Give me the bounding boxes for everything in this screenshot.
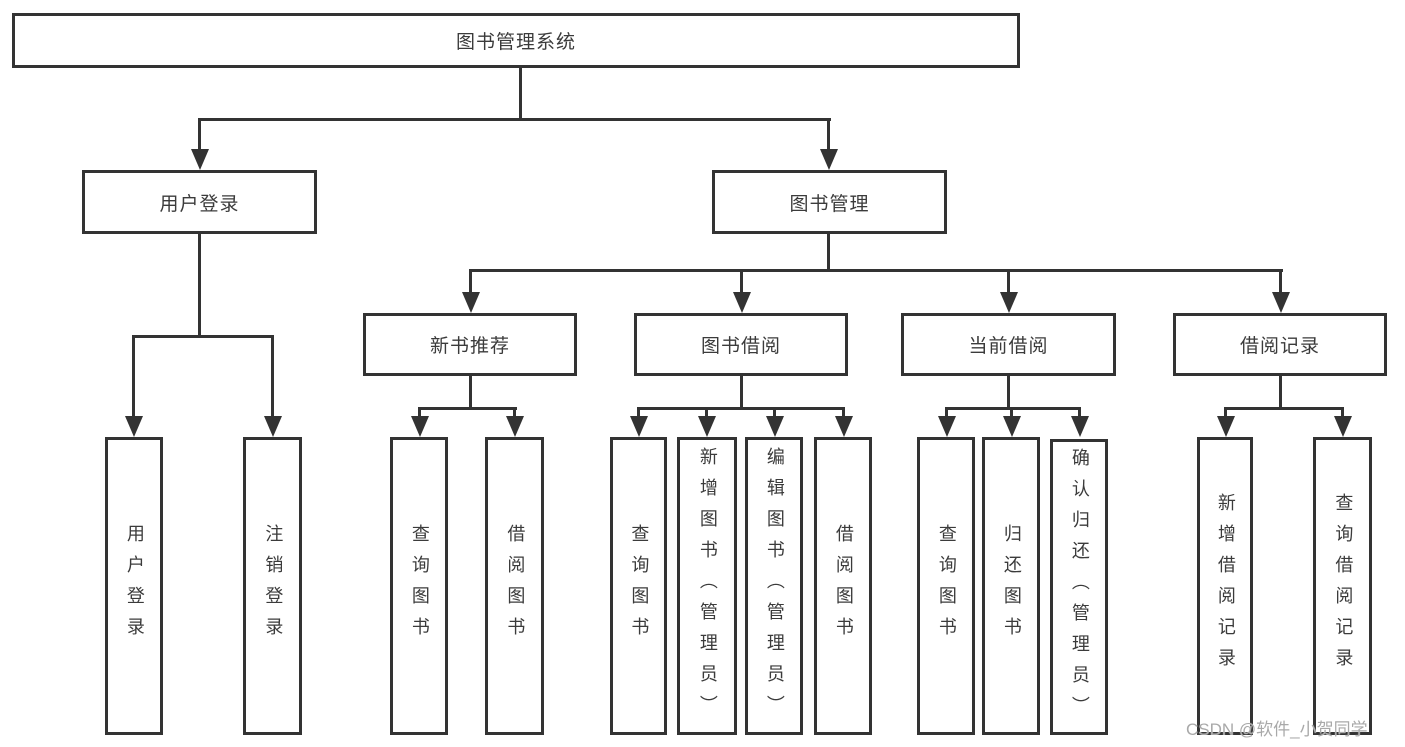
watermark: CSDN @软件_小贺同学: [1186, 720, 1368, 739]
connector-line: [637, 407, 845, 410]
leaf-borrow-books-recommend: 借阅图书: [485, 437, 544, 735]
connector-line: [418, 407, 517, 410]
connector-line: [418, 407, 421, 419]
connector-line: [773, 407, 776, 419]
leaf-query-books-recommend: 查询图书: [390, 437, 448, 735]
arrowhead-icon: [1272, 292, 1290, 313]
node-label: 图书管理: [789, 193, 870, 215]
leaf-label: 归还图书: [1001, 524, 1022, 648]
connector-line: [513, 407, 516, 419]
leaf-add-books-admin: 新增图书（管理员）: [677, 437, 737, 735]
node-borrowing-records: 借阅记录: [1173, 313, 1387, 376]
connector-line: [469, 269, 1283, 272]
connector-line: [705, 407, 708, 419]
leaf-user-login: 用户登录: [105, 437, 163, 735]
connector-line: [1279, 376, 1282, 410]
leaf-confirm-return-admin: 确认归还（管理员）: [1050, 439, 1108, 735]
node-label: 新书推荐: [429, 336, 510, 357]
leaf-borrow-books-borrowing: 借阅图书: [814, 437, 872, 735]
arrowhead-icon: [630, 416, 648, 437]
leaf-label: 新增借阅记录: [1215, 493, 1236, 679]
arrowhead-icon: [698, 416, 716, 437]
leaf-label: 查询图书: [629, 524, 650, 648]
node-label: 当前借阅: [968, 336, 1049, 357]
arrowhead-icon: [506, 416, 524, 437]
connector-line: [469, 376, 472, 410]
node-label: 借阅记录: [1239, 336, 1320, 357]
leaf-query-books-current: 查询图书: [917, 437, 975, 735]
arrowhead-icon: [264, 416, 282, 437]
connector-line: [1010, 407, 1013, 419]
arrowhead-icon: [1071, 416, 1089, 437]
leaf-label: 确认归还（管理员）: [1069, 447, 1090, 727]
arrowhead-icon: [820, 149, 838, 170]
arrowhead-icon: [1003, 416, 1021, 437]
leaf-label: 新增图书（管理员）: [697, 446, 718, 726]
connector-line: [469, 269, 472, 295]
arrowhead-icon: [733, 292, 751, 313]
leaf-add-borrow-record: 新增借阅记录: [1197, 437, 1253, 735]
leaf-label: 借阅图书: [833, 524, 854, 648]
arrowhead-icon: [835, 416, 853, 437]
arrowhead-icon: [1000, 292, 1018, 313]
leaf-query-borrow-record: 查询借阅记录: [1313, 437, 1372, 735]
node-label: 图书管理系统: [455, 32, 576, 53]
node-label: 用户登录: [159, 193, 240, 215]
node-book-borrowing: 图书借阅: [634, 313, 848, 376]
arrowhead-icon: [1334, 416, 1352, 437]
connector-line: [132, 335, 274, 338]
node-current-borrowing: 当前借阅: [901, 313, 1116, 376]
leaf-label: 查询图书: [409, 524, 430, 648]
arrowhead-icon: [125, 416, 143, 437]
leaf-query-books-borrowing: 查询图书: [610, 437, 667, 735]
leaf-label: 编辑图书（管理员）: [764, 446, 785, 726]
connector-line: [198, 118, 831, 121]
connector-line: [740, 376, 743, 410]
connector-line: [827, 118, 830, 152]
connector-line: [271, 335, 274, 419]
leaf-logout: 注销登录: [243, 437, 302, 735]
connector-line: [827, 234, 830, 272]
connector-line: [1224, 407, 1227, 419]
arrowhead-icon: [411, 416, 429, 437]
leaf-label: 查询图书: [936, 524, 957, 648]
connector-line: [945, 407, 948, 419]
node-label: 图书借阅: [700, 336, 781, 357]
connector-line: [1279, 269, 1282, 295]
connector-line: [945, 407, 1081, 410]
connector-line: [1078, 407, 1081, 419]
node-new-book-recommendation: 新书推荐: [363, 313, 577, 376]
leaf-label: 注销登录: [263, 524, 284, 648]
node-user-login: 用户登录: [82, 170, 317, 234]
connector-line: [132, 335, 135, 419]
connector-line: [198, 118, 201, 152]
arrowhead-icon: [191, 149, 209, 170]
arrowhead-icon: [938, 416, 956, 437]
connector-line: [198, 234, 201, 338]
connector-line: [519, 68, 522, 121]
leaf-return-books: 归还图书: [982, 437, 1040, 735]
connector-line: [1224, 407, 1344, 410]
leaf-label: 借阅图书: [505, 524, 526, 648]
connector-line: [1007, 269, 1010, 295]
connector-line: [740, 269, 743, 295]
arrowhead-icon: [766, 416, 784, 437]
connector-line: [842, 407, 845, 419]
arrowhead-icon: [462, 292, 480, 313]
connector-line: [1007, 376, 1010, 410]
leaf-label: 用户登录: [124, 524, 145, 648]
connector-line: [637, 407, 640, 419]
node-book-management: 图书管理: [712, 170, 947, 234]
leaf-label: 查询借阅记录: [1333, 493, 1354, 679]
leaf-edit-books-admin: 编辑图书（管理员）: [745, 437, 803, 735]
node-library-management-system: 图书管理系统: [12, 13, 1020, 68]
connector-line: [1341, 407, 1344, 419]
arrowhead-icon: [1217, 416, 1235, 437]
